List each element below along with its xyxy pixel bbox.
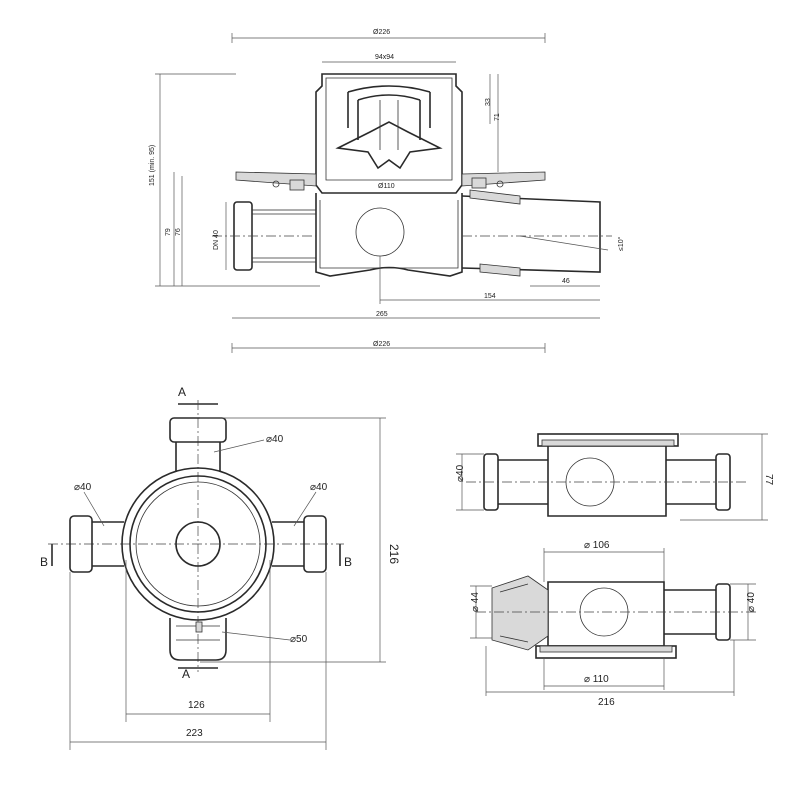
section-b-left: B — [40, 555, 48, 569]
lower-dia-top: ⌀ 106 — [584, 540, 610, 551]
lower-dia-right: ⌀ 40 — [746, 592, 757, 612]
section-b-right: B — [344, 555, 352, 569]
lower-dia-left: ⌀ 44 — [470, 592, 481, 612]
dim-33: 33 — [485, 98, 492, 106]
section-a-bottom: A — [182, 667, 190, 681]
dim-71: 71 — [494, 113, 501, 121]
plan-view: A A B B ⌀40 ⌀40 ⌀40 — [40, 385, 401, 750]
plan-dim-216: 216 — [387, 544, 401, 564]
section-view-upper: ⌀40 77 — [455, 433, 774, 521]
dim-dn40: DN 40 — [213, 230, 220, 250]
plan-dia-bottom: ⌀50 — [290, 634, 308, 645]
plan-dia-top: ⌀40 — [266, 434, 284, 445]
plan-dia-left: ⌀40 — [74, 482, 92, 493]
dim-46: 46 — [562, 278, 570, 285]
dim-bottom-dia: Ø226 — [373, 341, 390, 348]
section-view-lower: ⌀ 106 ⌀ 44 ⌀ 40 ⌀ 110 216 — [470, 540, 757, 708]
side-view: Ø226 94x94 ≤10° — [149, 29, 625, 353]
lower-width: 216 — [598, 697, 615, 708]
dim-body-dia: Ø110 — [378, 183, 395, 190]
dim-grate: 94x94 — [375, 54, 394, 61]
upper-height: 77 — [763, 474, 774, 486]
plan-dim-223: 223 — [186, 728, 203, 739]
dim-slope: ≤10° — [617, 236, 625, 251]
dim-154: 154 — [484, 293, 496, 300]
plan-dia-right: ⌀40 — [310, 482, 328, 493]
dim-top-dia: Ø226 — [373, 29, 390, 36]
section-a-top: A — [178, 385, 186, 399]
lower-dia-bottom: ⌀ 110 — [584, 674, 609, 685]
dim-height-total: 151 (min. 95) — [149, 145, 156, 186]
upper-dia-left: ⌀40 — [455, 464, 466, 482]
dim-265: 265 — [376, 311, 388, 318]
dim-79: 79 — [165, 228, 172, 236]
dim-76: 76 — [175, 228, 182, 236]
plan-dim-126: 126 — [188, 700, 205, 711]
